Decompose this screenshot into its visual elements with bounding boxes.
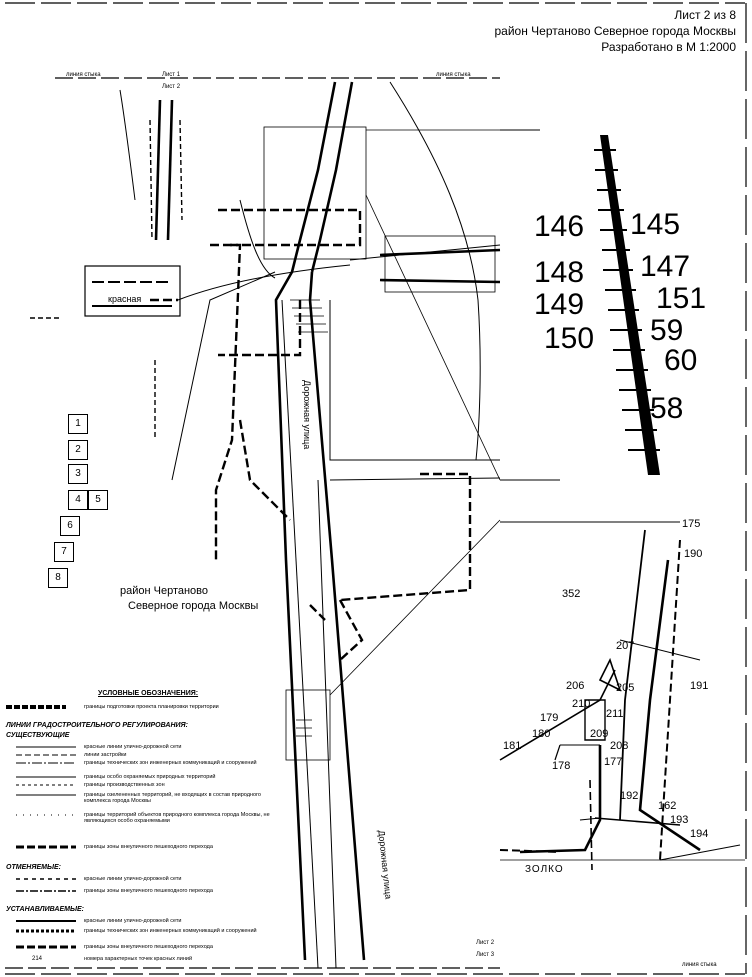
sheet-link-label: Лист 2	[162, 84, 181, 90]
sheet-index-cell: 6	[60, 516, 80, 536]
point-label: 191	[690, 680, 709, 692]
point-label: 179	[540, 712, 559, 724]
point-label: 207	[616, 640, 635, 652]
legend-cancelled-title: ОТМЕНЯЕМЫЕ:	[6, 864, 61, 871]
red-line-sample-label: красная	[108, 294, 142, 304]
point-label: 208	[610, 740, 629, 752]
legend-text: линии застройки	[84, 752, 127, 758]
legend-text: границы производственных зон	[84, 782, 165, 788]
district-title: район Чертаново Северное города Москвы	[494, 24, 736, 38]
point-label: 205	[616, 682, 635, 694]
inset-caption: ЗОЛКО	[525, 864, 564, 875]
legend-text: границы технических зон инженерных комму…	[84, 928, 257, 934]
point-label: 178	[552, 760, 571, 772]
point-label: 194	[690, 828, 709, 840]
point-label: 190	[684, 548, 703, 560]
joint-line-label: линия стыка	[436, 72, 471, 78]
point-label: 60	[664, 344, 698, 377]
point-label: 147	[640, 250, 691, 283]
point-label: 206	[566, 680, 585, 692]
sheet-index-cell: 8	[48, 568, 68, 588]
legend-text: границы зоны внеуличного пешеходного пер…	[84, 888, 213, 894]
point-label: 352	[562, 588, 581, 600]
legend-text: границы особо охраняемых природных терри…	[84, 774, 216, 780]
sheet-index-cell: 4	[68, 490, 88, 510]
legend-section-title: ЛИНИИ ГРАДОСТРОИТЕЛЬНОГО РЕГУЛИРОВАНИЯ:	[6, 722, 188, 729]
legend-text: номера характерных точек красных линий	[84, 956, 193, 962]
point-label: 209	[590, 728, 609, 740]
point-label: 192	[620, 790, 639, 802]
point-label: 193	[670, 814, 689, 826]
legend-text: границы озелененных территорий, не входя…	[84, 792, 261, 804]
street-label: Дорожная улица	[302, 380, 312, 450]
legend-existing-title: СУЩЕСТВУЮЩИЕ	[6, 732, 70, 739]
point-label: 146	[534, 210, 585, 243]
point-label: 210	[572, 698, 591, 710]
point-label: 59	[650, 314, 684, 347]
legend-text: красные линии улично-дорожной сети	[84, 918, 182, 924]
point-label: 149	[534, 288, 585, 321]
district-label: район Чертаново	[120, 585, 209, 597]
legend-text: границы зоны внеуличного пешеходного пер…	[84, 844, 213, 850]
district-label: Северное города Москвы	[128, 600, 259, 612]
legend-text: границы территорий объектов природного к…	[84, 812, 270, 824]
sheet-index-cell: 2	[68, 440, 88, 460]
sheet-index-cell: 5	[88, 490, 108, 510]
point-label: 58	[650, 392, 684, 425]
legend-established-title: УСТАНАВЛИВАЕМЫЕ:	[6, 906, 84, 913]
point-label: 177	[604, 756, 623, 768]
legend-title: УСЛОВНЫЕ ОБОЗНАЧЕНИЯ:	[98, 690, 199, 697]
point-label: 145	[630, 208, 681, 241]
joint-line-label: линия стыка	[682, 962, 717, 968]
point-label: 181	[503, 740, 522, 752]
legend-point-sample: 214	[32, 956, 43, 962]
legend-text: красные линии улично-дорожной сети	[84, 744, 182, 750]
legend-text: границы подготовки проекта планировки те…	[84, 704, 219, 710]
point-label: 151	[656, 282, 707, 315]
legend-text: границы технических зон инженерных комму…	[84, 760, 257, 766]
point-label: 162	[658, 800, 677, 812]
sheet-index-cell: 1	[68, 414, 88, 434]
sheet-index-cell: 7	[54, 542, 74, 562]
joint-line-label: линия стыка	[66, 72, 101, 78]
point-label: 180	[532, 728, 551, 740]
point-label: 211	[606, 708, 624, 720]
sheet-link-label: Лист 3	[476, 952, 495, 958]
sheet-link-label: Лист 2	[476, 940, 495, 946]
legend-text: красные линии улично-дорожной сети	[84, 876, 182, 882]
sheet-link-label: Лист 1	[162, 72, 181, 78]
point-label: 175	[682, 518, 701, 530]
sheet-number: Лист 2 из 8	[674, 8, 736, 22]
legend-text: границы зоны внеуличного пешеходного пер…	[84, 944, 213, 950]
sheet-index-cell: 3	[68, 464, 88, 484]
scale-note: Разработано в М 1:2000	[601, 40, 736, 54]
point-label: 148	[534, 256, 585, 289]
point-label: 150	[544, 322, 595, 355]
